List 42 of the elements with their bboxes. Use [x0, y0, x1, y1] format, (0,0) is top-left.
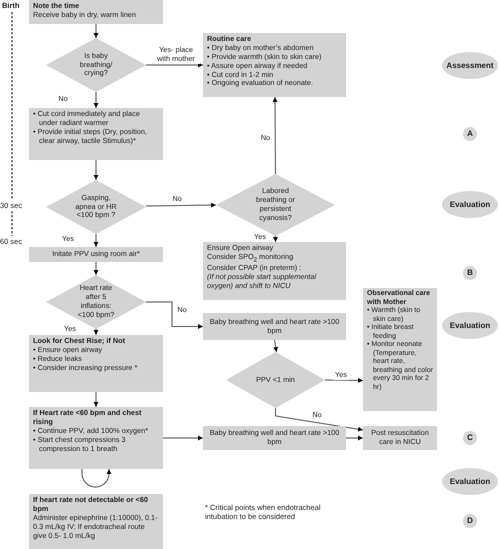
process-box — [363, 288, 437, 411]
stage-marker: Evaluation — [442, 312, 498, 339]
arrow — [324, 378, 364, 383]
stage-marker: Evaluation — [442, 191, 498, 218]
decision-diamond — [46, 180, 146, 234]
arrow — [94, 328, 98, 336]
arrow — [146, 302, 204, 329]
process-box — [203, 313, 346, 340]
arrow — [273, 236, 278, 242]
arrow — [275, 408, 364, 432]
process-box — [29, 0, 163, 24]
arrow — [94, 92, 98, 108]
arrow — [162, 436, 204, 440]
stage-marker: Assessment — [442, 52, 498, 79]
decision-diamond — [226, 352, 325, 408]
stage-marker: A — [463, 127, 477, 141]
arrow — [94, 262, 98, 276]
arrow — [146, 62, 204, 68]
process-box — [203, 242, 346, 300]
process-box — [203, 426, 346, 450]
decision-diamond — [216, 174, 335, 236]
stage-marker: D — [463, 514, 477, 528]
process-box — [363, 426, 437, 450]
process-box — [29, 335, 163, 392]
arrow — [346, 436, 364, 440]
process-box — [29, 407, 163, 469]
process-box — [203, 33, 346, 97]
arrow — [94, 160, 98, 180]
arrow — [94, 234, 98, 248]
arrow — [272, 96, 278, 174]
process-box — [29, 494, 163, 549]
stage-marker: B — [463, 266, 477, 280]
arrow — [146, 202, 216, 208]
arrow — [94, 24, 98, 38]
arrow — [82, 468, 112, 488]
process-box — [29, 247, 163, 262]
arrow — [273, 340, 278, 352]
arrow — [94, 392, 98, 408]
decision-diamond — [46, 38, 146, 92]
stage-marker: C — [463, 431, 477, 445]
process-box — [29, 108, 163, 160]
stage-marker: Evaluation — [442, 468, 498, 495]
